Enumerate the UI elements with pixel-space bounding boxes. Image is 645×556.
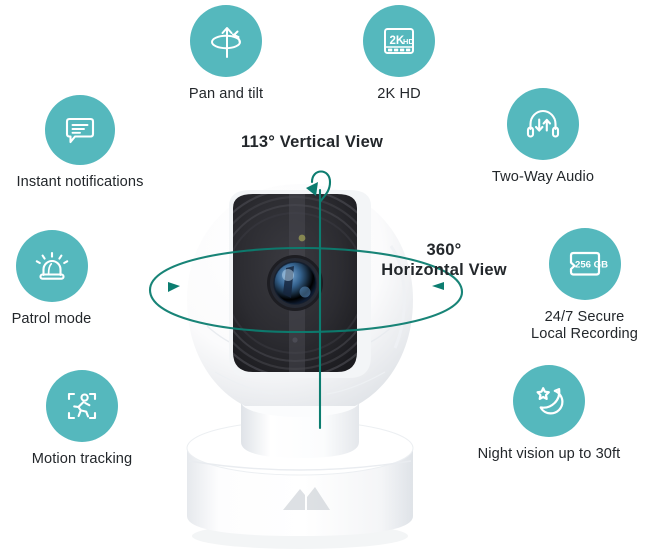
ir-led bbox=[298, 234, 306, 242]
pan-tilt-icon bbox=[211, 27, 241, 58]
feature-patrol-mode: Patrol mode bbox=[0, 230, 103, 328]
feature-2k-hd: 2K HD 2K HD bbox=[336, 5, 462, 103]
annotation-vertical-view: 113° Vertical View bbox=[241, 133, 383, 151]
feature-label: 24/7 Secure Local Recording bbox=[531, 309, 638, 342]
pan-tilt-badge bbox=[190, 5, 262, 77]
camera-head bbox=[187, 184, 413, 406]
hd-text: HD bbox=[403, 37, 414, 46]
feature-label: Night vision up to 30ft bbox=[477, 446, 621, 462]
feature-label: Pan and tilt bbox=[188, 86, 264, 102]
headphones-arrows-icon bbox=[526, 109, 560, 138]
feature-pan-and-tilt: Pan and tilt bbox=[163, 5, 289, 103]
night-vision-badge bbox=[513, 365, 585, 437]
2k-hd-screen-icon: 2K HD bbox=[384, 28, 414, 54]
storage-badge: 256 GB bbox=[548, 228, 621, 300]
feature-label: 2K HD bbox=[377, 86, 421, 102]
camera-lens bbox=[267, 255, 323, 311]
sd-capacity-text: 256 GB bbox=[575, 260, 608, 271]
moon-star-icon bbox=[536, 387, 564, 415]
annotation-horizontal-view: 360° Horizontal View bbox=[381, 241, 507, 279]
feature-motion-tracking: Motion tracking bbox=[18, 370, 146, 468]
notifications-badge bbox=[45, 95, 115, 165]
feature-label: Motion tracking bbox=[31, 451, 133, 467]
feature-label: Two-Way Audio bbox=[491, 169, 595, 185]
feature-label: Patrol mode bbox=[11, 311, 92, 327]
feature-local-recording: 256 GB 24/7 Secure Local Recording bbox=[524, 228, 645, 343]
speech-bubble-icon bbox=[65, 117, 95, 144]
feature-two-way-audio: Two-Way Audio bbox=[485, 88, 601, 186]
kasa-house-logo bbox=[283, 487, 330, 510]
feature-label: Instant notifications bbox=[16, 174, 144, 190]
patrol-badge bbox=[15, 230, 88, 302]
sd-card-icon: 256 GB bbox=[569, 251, 608, 276]
2k-hd-badge: 2K HD bbox=[363, 5, 435, 77]
feature-night-vision: Night vision up to 30ft bbox=[468, 365, 630, 463]
running-person-focus-icon bbox=[67, 392, 97, 420]
2k-text: 2K bbox=[390, 35, 405, 47]
siren-beacon-icon bbox=[35, 251, 68, 280]
audio-badge bbox=[507, 88, 579, 160]
motion-badge bbox=[46, 370, 118, 442]
feature-instant-notifications: Instant notifications bbox=[3, 95, 157, 191]
mic-hole bbox=[292, 337, 298, 343]
camera-lens-face bbox=[229, 190, 371, 378]
camera-illustration bbox=[186, 184, 414, 549]
